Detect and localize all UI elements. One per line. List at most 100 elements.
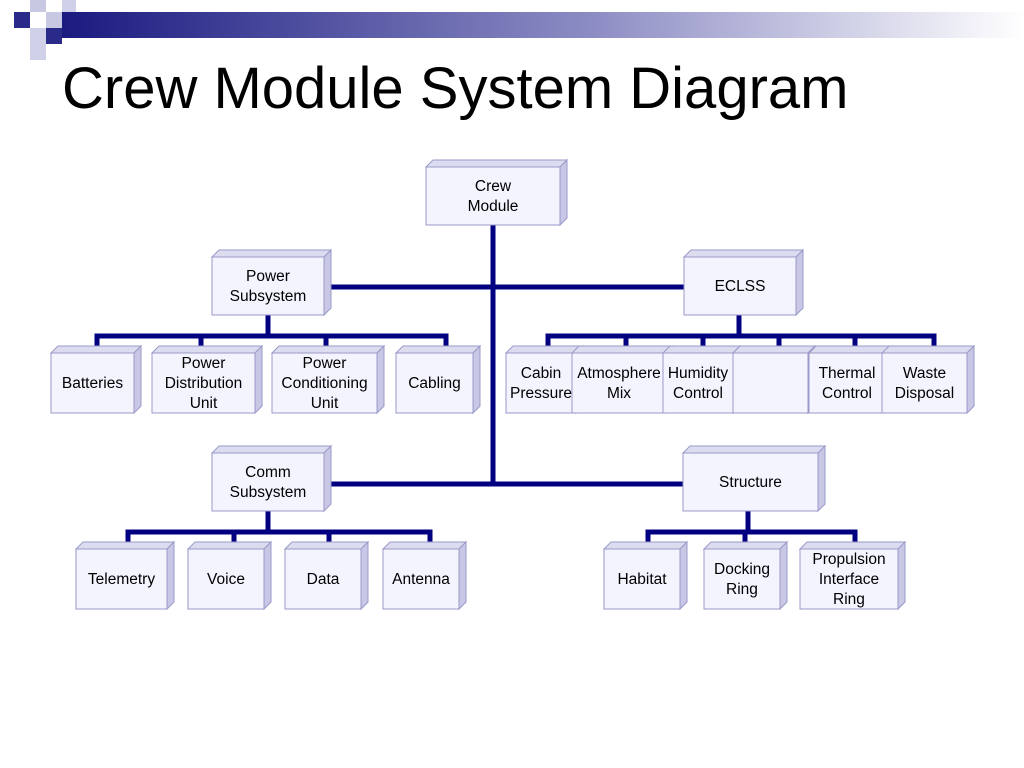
box-front-face (382, 548, 460, 610)
box-side-face (166, 540, 175, 611)
box-side-face (559, 158, 568, 227)
box-side-face (966, 344, 975, 415)
box-front-face (395, 352, 474, 414)
node-label-line: Atmosphere (577, 365, 661, 382)
box-front-face (211, 452, 325, 512)
box-front-face (425, 166, 561, 226)
node-label-line: Cabin (521, 365, 562, 382)
node-label-line: Data (307, 571, 340, 588)
box-front-face (505, 352, 577, 414)
box-front-face (75, 548, 168, 610)
box-side-face (254, 344, 263, 415)
node-label-line: Humidity (668, 365, 729, 382)
box-front-face (50, 352, 135, 414)
node-telemetry: Telemetry (74, 540, 176, 611)
node-label-line: Pressure (510, 385, 572, 402)
node-label-line: Unit (311, 395, 339, 412)
box-front-face (571, 352, 667, 414)
node-label-line: Conditioning (281, 375, 367, 392)
box-front-face (284, 548, 362, 610)
node-label-line: Interface (819, 571, 879, 588)
box-top-face (394, 345, 482, 354)
node-label-line: Control (673, 385, 723, 402)
box-side-face (323, 444, 332, 513)
box-side-face (795, 248, 804, 317)
node-label-line: Unit (190, 395, 218, 412)
box-front-face (682, 452, 819, 512)
node-label-line: Disposal (895, 385, 954, 402)
box-side-face (360, 540, 369, 611)
node-label-line: Comm (245, 464, 291, 481)
box-front-face (703, 548, 781, 610)
box-side-face (263, 540, 272, 611)
node-structure: Structure (681, 444, 827, 513)
box-top-face (210, 445, 333, 454)
box-side-face (458, 540, 467, 611)
box-side-face (472, 344, 481, 415)
node-label-line: Structure (719, 474, 782, 491)
node-label-line: Module (468, 198, 519, 215)
node-label-line: Telemetry (88, 571, 155, 588)
deco-square (30, 28, 46, 44)
box-side-face (779, 540, 788, 611)
node-antenna: Antenna (381, 540, 468, 611)
box-top-face (682, 249, 805, 258)
slide-title: Crew Module System Diagram (62, 56, 849, 121)
box-front-face (603, 548, 681, 610)
box-side-face (897, 540, 906, 611)
box-side-face (817, 444, 826, 513)
node-blank (731, 344, 817, 415)
node-data: Data (283, 540, 370, 611)
deco-square (30, 0, 46, 12)
node-label-line: ECLSS (715, 278, 766, 295)
node-label-line: Ring (726, 581, 758, 598)
box-top-face (702, 541, 789, 550)
box-top-face (186, 541, 273, 550)
node-label-line: Power (182, 355, 226, 372)
box-side-face (323, 248, 332, 317)
node-label-line: Mix (607, 385, 631, 402)
node-label-line: Waste (903, 365, 946, 382)
node-label-line: Propulsion (812, 551, 885, 568)
node-label-line: Docking (714, 561, 770, 578)
box-top-face (504, 345, 585, 354)
node-label-line: Ring (833, 591, 865, 608)
deco-square (62, 0, 76, 12)
deco-square (46, 28, 62, 44)
deco-square (30, 44, 46, 60)
box-front-face (151, 352, 256, 414)
node-batteries: Batteries (49, 344, 143, 415)
box-top-face (381, 541, 468, 550)
box-top-face (210, 249, 333, 258)
node-cabling: Cabling (394, 344, 482, 415)
box-front-face (732, 352, 809, 414)
box-top-face (570, 345, 675, 354)
box-front-face (211, 256, 325, 316)
box-top-face (270, 345, 386, 354)
header-gradient-bar (60, 12, 1024, 38)
header-decoration (14, 0, 1024, 60)
box-top-face (283, 541, 370, 550)
node-habitat: Habitat (602, 540, 689, 611)
box-side-face (679, 540, 688, 611)
node-label-line: Subsystem (230, 484, 307, 501)
box-front-face (799, 548, 899, 610)
node-label-line: Crew (475, 178, 512, 195)
box-front-face (683, 256, 797, 316)
node-label-line: Power (246, 268, 290, 285)
node-voice: Voice (186, 540, 273, 611)
box-front-face (271, 352, 378, 414)
deco-square (46, 12, 62, 28)
node-label-line: Thermal (819, 365, 876, 382)
